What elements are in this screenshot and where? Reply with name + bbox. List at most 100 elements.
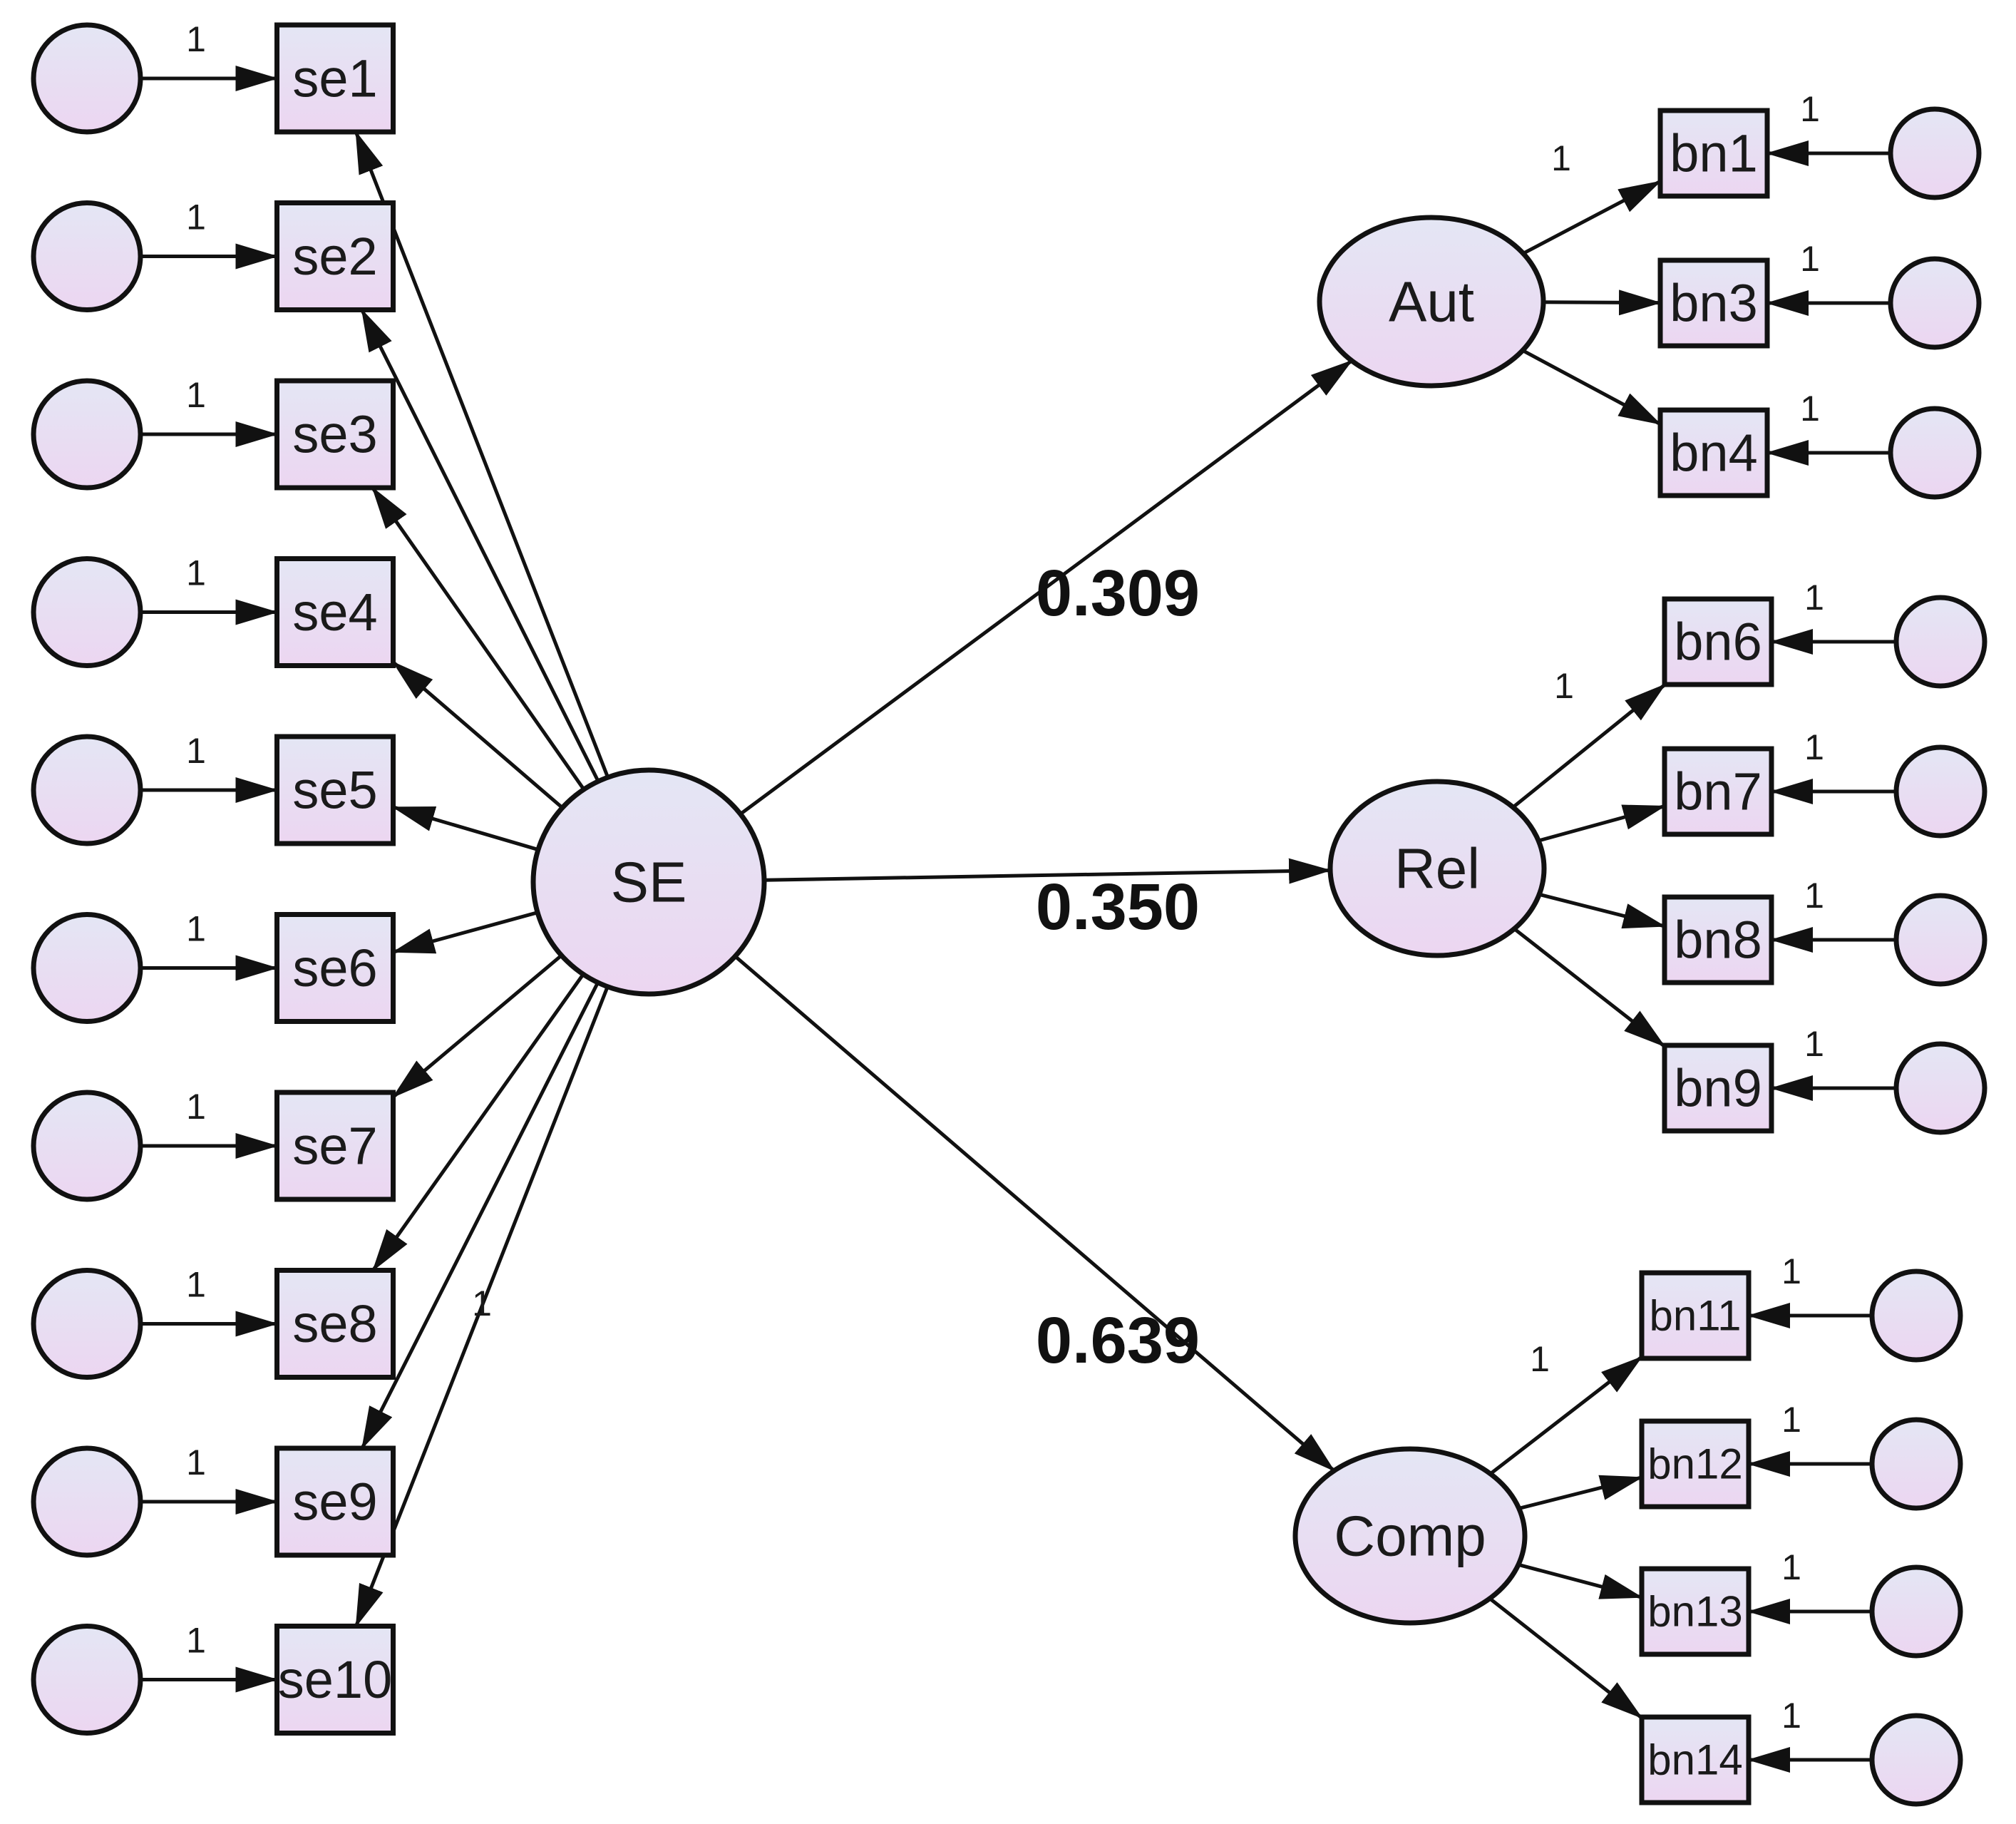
error-weight-se5: 1 [186, 731, 206, 771]
error-se3 [31, 378, 143, 491]
latent-comp-label: Comp [1334, 1505, 1486, 1568]
loading-rel-bn9 [1513, 927, 1666, 1048]
loading-aut-bn3 [1543, 290, 1662, 316]
error-weight-bn6: 1 [1804, 578, 1824, 618]
indicator-label-bn6: bn6 [1674, 613, 1762, 672]
indicator-bn12 [1639, 1418, 1752, 1510]
loading-aut-bn4 [1521, 349, 1662, 426]
path-se-aut [739, 359, 1353, 816]
error-bn13 [1869, 1564, 1963, 1659]
loading-se-se6 [391, 911, 538, 954]
indicator-label-bn3: bn3 [1670, 274, 1757, 333]
indicator-se2 [274, 200, 396, 312]
error-weight-se4: 1 [186, 553, 206, 593]
loading-se-se9 [360, 981, 600, 1450]
coefficient-se-aut: 0.309 [1036, 557, 1200, 630]
indicator-se9 [274, 1445, 396, 1558]
error-weight-bn4: 1 [1800, 389, 1820, 429]
loading-se-se4 [391, 660, 564, 809]
error-bn6 [1893, 595, 1987, 689]
indicator-se4 [274, 556, 396, 668]
latent-rel [1327, 779, 1547, 958]
indicator-label-se9: se9 [292, 1472, 377, 1532]
error-weight-bn3: 1 [1800, 239, 1820, 279]
error-bn11 [1869, 1269, 1963, 1363]
indicator-se10 [274, 1624, 396, 1736]
error-se8 [31, 1268, 143, 1380]
indicator-bn11 [1639, 1270, 1752, 1361]
error-se5 [31, 734, 143, 846]
indicator-label-se10: se10 [278, 1650, 392, 1709]
error-weight-bn9: 1 [1804, 1024, 1824, 1064]
loading-se-se5 [391, 805, 539, 851]
path-se-comp [734, 955, 1336, 1472]
error-se10 [31, 1624, 143, 1736]
loading-aut-bn1 [1522, 180, 1662, 255]
indicator-bn13 [1639, 1566, 1752, 1657]
error-bn4 [1888, 406, 1982, 500]
fixed-loading-comp: 1 [1530, 1339, 1550, 1379]
indicator-label-se1: se1 [292, 49, 377, 108]
indicator-bn3 [1657, 257, 1770, 349]
error-se7 [31, 1090, 143, 1202]
coefficient-se-comp: 0.639 [1036, 1304, 1200, 1377]
path-se-rel [763, 858, 1332, 884]
error-bn7 [1893, 744, 1987, 839]
latent-se [530, 767, 767, 997]
loading-comp-bn13 [1518, 1562, 1643, 1599]
loading-rel-bn8 [1538, 892, 1666, 929]
loading-se-se8 [371, 973, 585, 1272]
latent-aut [1317, 215, 1546, 389]
indicator-se7 [274, 1090, 396, 1202]
error-se9 [31, 1445, 143, 1558]
error-bn3 [1888, 256, 1982, 350]
error-weight-se10: 1 [186, 1621, 206, 1661]
indicator-label-bn12: bn12 [1647, 1440, 1742, 1488]
error-weight-bn12: 1 [1781, 1400, 1801, 1440]
indicator-label-se5: se5 [292, 761, 377, 820]
error-weight-bn11: 1 [1781, 1251, 1801, 1291]
error-weight-bn13: 1 [1781, 1547, 1801, 1587]
indicator-label-bn9: bn9 [1674, 1059, 1762, 1118]
indicator-se1 [274, 22, 396, 135]
path-labels: SEAutRelComp0.3090.3500.639se11se21se31s… [186, 19, 1824, 1784]
latent-se-label: SE [611, 851, 687, 914]
indicator-label-bn1: bn1 [1670, 124, 1757, 183]
error-weight-se6: 1 [186, 909, 206, 949]
indicator-label-se7: se7 [292, 1117, 377, 1176]
indicator-bn14 [1639, 1714, 1752, 1805]
loading-se-se2 [360, 308, 600, 782]
indicator-bn9 [1662, 1042, 1774, 1134]
error-bn1 [1888, 106, 1982, 200]
error-bn8 [1893, 893, 1987, 987]
fixed-loading-aut: 1 [1551, 138, 1571, 178]
error-se4 [31, 556, 143, 668]
error-weight-se1: 1 [186, 19, 206, 59]
loading-comp-bn11 [1489, 1355, 1643, 1475]
indicator-se6 [274, 912, 396, 1024]
loading-se-se7 [391, 953, 563, 1099]
path-arrows [140, 66, 1896, 1773]
error-weight-bn14: 1 [1781, 1696, 1801, 1736]
indicator-label-se8: se8 [292, 1294, 377, 1353]
indicator-bn4 [1657, 407, 1770, 498]
latent-comp [1292, 1446, 1528, 1626]
loading-rel-bn7 [1538, 804, 1666, 843]
indicator-label-se4: se4 [292, 583, 377, 642]
indicator-label-se2: se2 [292, 227, 377, 286]
error-bn12 [1869, 1417, 1963, 1511]
error-se1 [31, 22, 143, 135]
loading-comp-bn12 [1518, 1475, 1643, 1510]
indicator-label-bn11: bn11 [1649, 1292, 1741, 1340]
indicator-label-bn8: bn8 [1674, 911, 1762, 970]
error-weight-se3: 1 [186, 375, 206, 415]
loading-se-se1 [354, 130, 610, 779]
loading-se-se3 [371, 486, 586, 791]
indicator-label-bn4: bn4 [1670, 424, 1757, 483]
indicator-bn8 [1662, 894, 1774, 985]
indicator-se5 [274, 734, 396, 846]
indicator-label-bn14: bn14 [1647, 1736, 1742, 1784]
error-weight-se9: 1 [186, 1443, 206, 1482]
error-se2 [31, 200, 143, 312]
